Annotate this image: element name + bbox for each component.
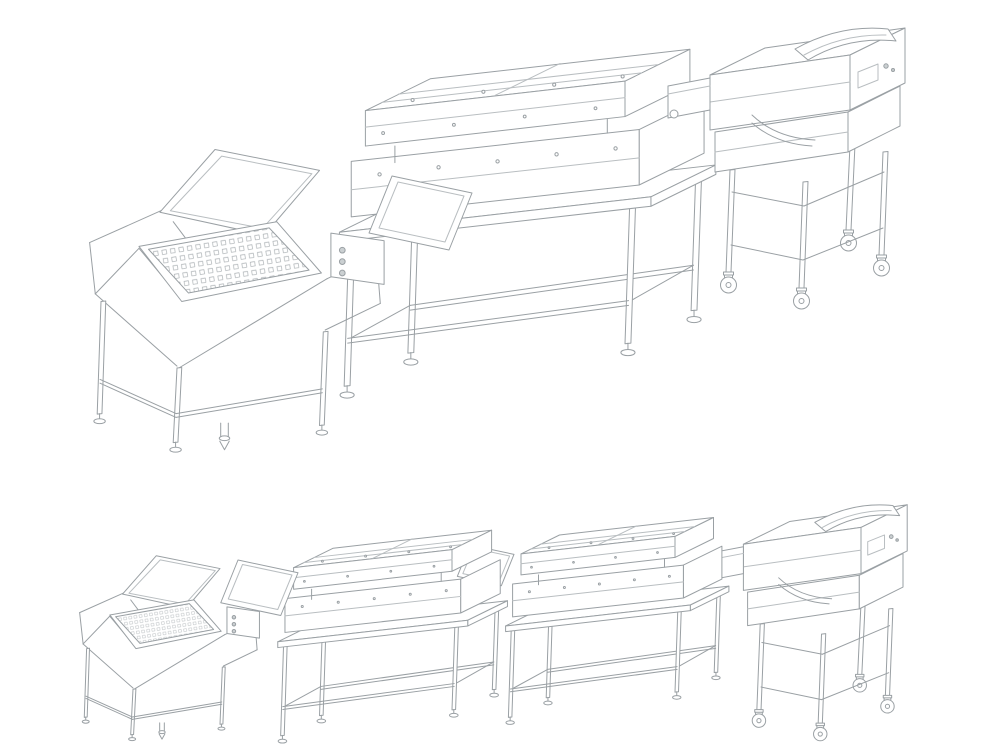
inspection-machine-2 — [506, 518, 729, 725]
discharge-unit — [708, 505, 907, 741]
figure-bottom-line — [80, 505, 908, 743]
feed-hopper — [90, 150, 385, 453]
figure-top-line — [90, 28, 905, 452]
